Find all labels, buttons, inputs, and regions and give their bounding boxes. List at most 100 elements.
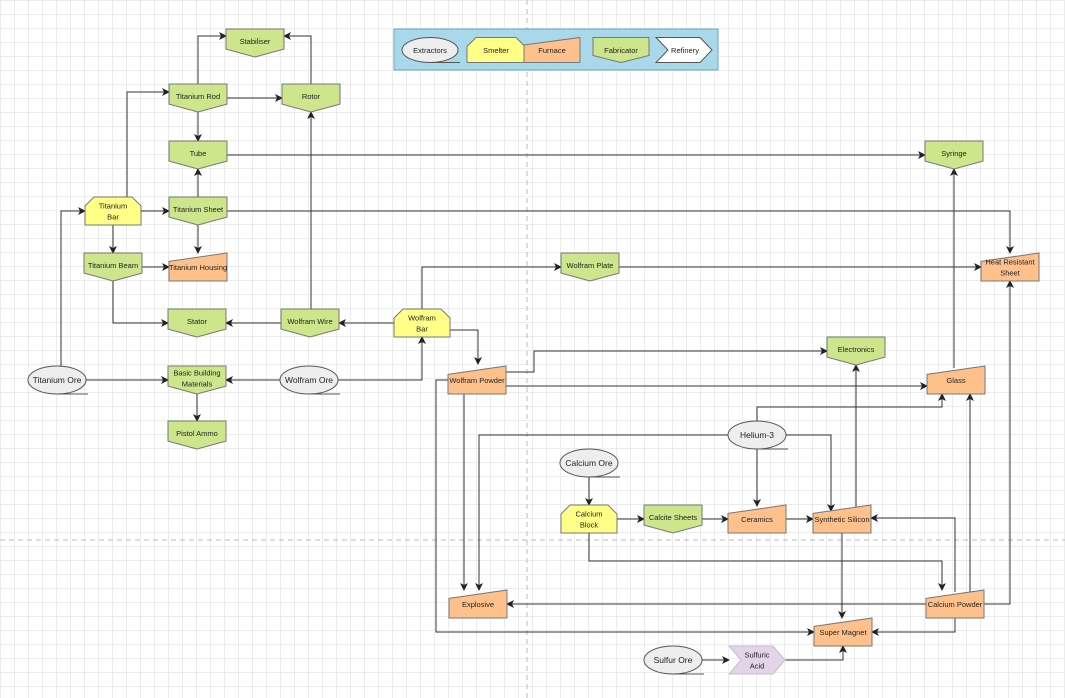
node-ceramics[interactable]: Ceramics xyxy=(727,504,787,534)
node-calcite-sheets[interactable]: Calcite Sheets xyxy=(643,504,703,534)
node-stator-shape xyxy=(167,308,227,338)
node-titanium-bar-shape xyxy=(84,196,142,226)
node-stabiliser-label: Stabiliser xyxy=(240,37,271,46)
node-super-magnet-label: Super Magnet xyxy=(819,628,867,637)
node-tube-shape xyxy=(168,140,228,170)
legend-furnace-shape xyxy=(523,36,581,63)
edge-wolfram-ore-to-wolfram-bar xyxy=(338,336,426,381)
node-wolfram-plate-shape xyxy=(560,252,620,282)
node-sulfuric-acid-shape xyxy=(727,645,786,675)
node-titanium-housing-label: Titanium Housing xyxy=(169,263,227,272)
node-electronics-label: Electronics xyxy=(838,345,875,354)
edge-helium-3-to-synthetic-silicon xyxy=(786,434,835,512)
node-wolfram-ore[interactable]: Wolfram Ore xyxy=(279,365,340,395)
node-wolfram-plate[interactable]: Wolfram Plate xyxy=(560,252,620,282)
node-calcium-powder[interactable]: Calcium Powder xyxy=(925,589,985,619)
legend-item-refinery: Refinery xyxy=(654,37,713,63)
node-calcium-block-label: Calcium xyxy=(575,510,602,519)
node-electronics-shape xyxy=(826,336,886,366)
legend-label-fabricator: Fabricator xyxy=(604,46,638,55)
node-titanium-rod[interactable]: Titanium Rod xyxy=(168,83,228,113)
node-titanium-beam[interactable]: Titanium Beam xyxy=(83,252,143,282)
node-stator-label: Stator xyxy=(187,317,208,326)
edge-titanium-ore-to-titanium-bar xyxy=(60,207,86,366)
node-titanium-housing[interactable]: Titanium Housing xyxy=(168,252,228,282)
node-calcium-block-shape xyxy=(560,504,618,534)
node-super-magnet[interactable]: Super Magnet xyxy=(813,617,873,647)
legend-label-smelter: Smelter xyxy=(483,46,509,55)
node-heat-resistant-sheet-shape xyxy=(980,252,1040,282)
node-sulfur-ore[interactable]: Sulfur Ore xyxy=(643,645,704,675)
node-titanium-ore-label: Titanium Ore xyxy=(33,375,82,385)
node-stator[interactable]: Stator xyxy=(167,308,227,338)
node-stabiliser[interactable]: Stabiliser xyxy=(225,28,285,58)
legend-label-extractor: Extractors xyxy=(413,46,447,55)
node-heat-resistant-sheet-label: Sheet xyxy=(1000,269,1021,278)
node-calcite-sheets-label: Calcite Sheets xyxy=(649,513,698,522)
node-titanium-sheet-label: Titanium Sheet xyxy=(173,205,224,214)
edge-calcium-block-to-calcium-powder xyxy=(588,533,946,591)
node-wolfram-wire-shape xyxy=(280,308,340,338)
node-electronics[interactable]: Electronics xyxy=(826,336,886,366)
node-helium-3[interactable]: Helium-3 xyxy=(727,420,788,450)
edge-titanium-bar-to-titanium-rod xyxy=(126,88,170,197)
node-titanium-rod-label: Titanium Rod xyxy=(176,92,220,101)
node-calcium-ore-label: Calcium Ore xyxy=(565,458,613,468)
edge-sulfuric-acid-to-super-magnet xyxy=(785,645,847,661)
legend-fabricator-shape xyxy=(592,37,650,64)
node-titanium-sheet[interactable]: Titanium Sheet xyxy=(168,196,228,226)
legend-item-extractor: Extractors xyxy=(401,37,460,63)
node-glass-label: Glass xyxy=(946,376,965,385)
node-syringe-label: Syringe xyxy=(941,149,966,158)
node-syringe-shape xyxy=(924,140,984,170)
node-heat-resistant-sheet-label: Heat Resistant xyxy=(985,258,1035,267)
node-tube-label: Tube xyxy=(190,149,207,158)
node-basic-building-materials-label: Materials xyxy=(182,380,213,389)
edge-titanium-sheet-to-heat-resistant-sheet xyxy=(227,210,1014,254)
node-super-magnet-shape xyxy=(813,617,873,647)
node-sulfuric-acid-label: Acid xyxy=(750,662,765,671)
node-titanium-bar-label: Bar xyxy=(107,213,119,222)
node-glass-shape xyxy=(926,365,986,395)
edge-wolfram-powder-to-electronics xyxy=(506,347,828,373)
edge-titanium-beam-to-stator xyxy=(112,281,169,327)
node-wolfram-powder-label: Wolfram Powder xyxy=(449,376,505,385)
node-pistol-ammo-shape xyxy=(167,420,227,450)
node-stabiliser-shape xyxy=(225,28,285,58)
edges-layer xyxy=(60,32,1014,664)
node-wolfram-powder-shape xyxy=(447,365,507,395)
node-pistol-ammo[interactable]: Pistol Ammo xyxy=(167,420,227,450)
node-wolfram-powder[interactable]: Wolfram Powder xyxy=(447,365,507,395)
node-titanium-beam-label: Titanium Beam xyxy=(88,261,138,270)
edge-calcium-powder-to-synthetic-silicon xyxy=(870,514,956,592)
node-titanium-bar-label: Titanium xyxy=(99,202,127,211)
node-tube[interactable]: Tube xyxy=(168,140,228,170)
node-rotor-shape xyxy=(281,83,341,113)
edge-calcium-powder-to-super-magnet xyxy=(871,618,956,636)
legend-item-furnace: Furnace xyxy=(523,36,581,63)
node-titanium-sheet-shape xyxy=(168,196,228,226)
node-calcium-ore[interactable]: Calcium Ore xyxy=(559,448,620,478)
node-glass[interactable]: Glass xyxy=(926,365,986,395)
node-explosive[interactable]: Explosive xyxy=(448,589,508,619)
node-titanium-ore[interactable]: Titanium Ore xyxy=(27,365,88,395)
edge-titanium-rod-to-stabiliser xyxy=(197,32,227,84)
node-wolfram-wire[interactable]: Wolfram Wire xyxy=(280,308,340,338)
node-syringe[interactable]: Syringe xyxy=(924,140,984,170)
edge-wolfram-bar-to-wolfram-powder xyxy=(450,329,482,365)
legend-label-refinery: Refinery xyxy=(671,46,699,55)
edge-wolfram-bar-to-wolfram-plate xyxy=(421,263,562,309)
node-wolfram-plate-label: Wolfram Plate xyxy=(567,261,614,270)
node-rotor[interactable]: Rotor xyxy=(281,83,341,113)
node-sulfur-ore-label: Sulfur Ore xyxy=(654,655,693,665)
node-calcium-powder-shape xyxy=(925,589,985,619)
edge-rotor-to-stabiliser xyxy=(283,32,312,84)
node-synthetic-silicon[interactable]: Synthetic Silicon xyxy=(812,504,872,534)
